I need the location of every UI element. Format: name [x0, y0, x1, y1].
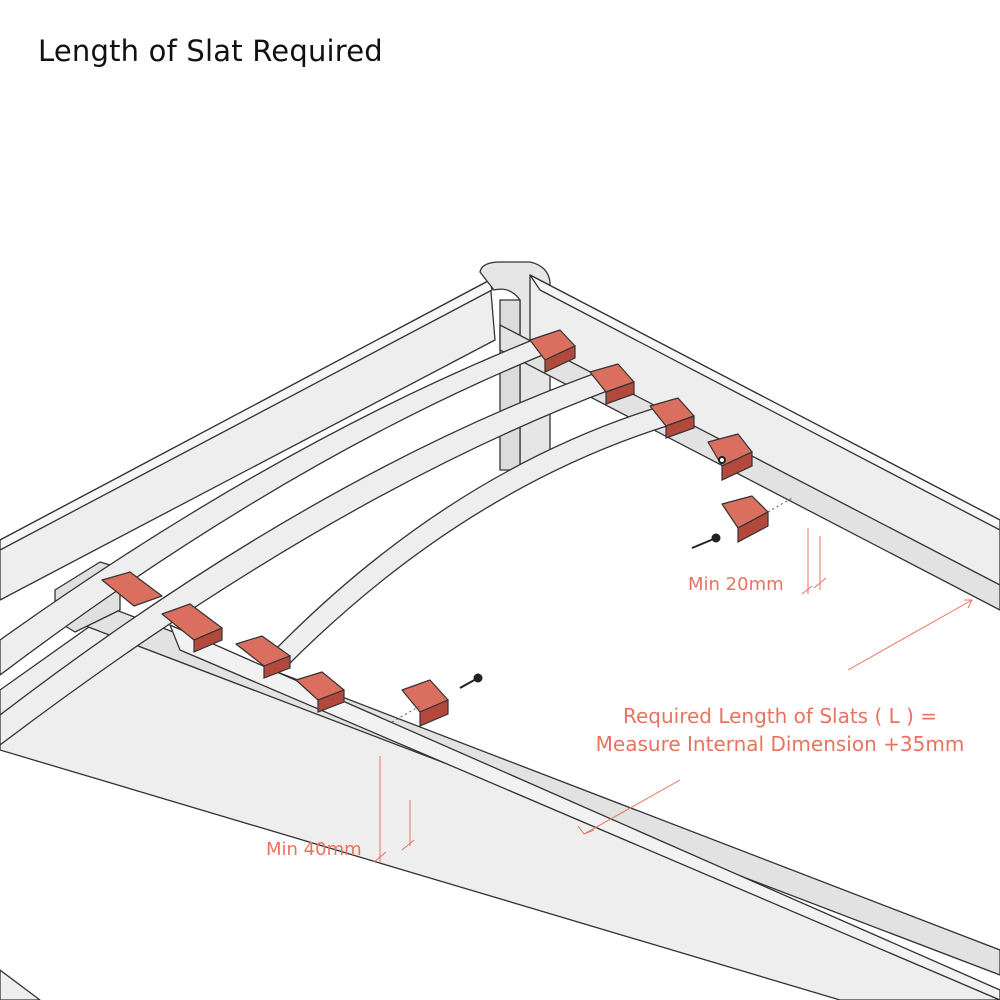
- min-20mm-label: Min 20mm: [688, 574, 784, 595]
- formula-line-1: Required Length of Slats ( L ) =: [622, 704, 938, 728]
- guide-front: [391, 705, 421, 723]
- screw-hole: [718, 456, 726, 464]
- bracket-back-3-side: [665, 415, 695, 439]
- corner-post-inner: [499, 299, 521, 471]
- bracket-loose-front-side: [419, 699, 449, 727]
- bracket-back-1-side: [544, 345, 576, 373]
- dim-length-lower: [583, 779, 681, 835]
- dim-length-upper: [847, 599, 973, 671]
- back-left-rail-top: [0, 279, 493, 551]
- back-right-rail-top: [529, 274, 1000, 531]
- formula-line-2: Measure Internal Dimension +35mm: [595, 732, 965, 756]
- bracket-loose-right-side: [737, 511, 769, 543]
- front-cross-rail: [0, 611, 1000, 1000]
- bracket-front-1: [101, 571, 163, 607]
- front-cross-rail-face: [169, 624, 1000, 1000]
- page-title: Length of Slat Required: [38, 34, 383, 68]
- bottom-left-rail: [0, 969, 41, 1000]
- min-40mm-label: Min 40mm: [266, 839, 362, 860]
- bracket-back-2-side: [605, 381, 635, 405]
- bracket-back-4-side: [721, 451, 753, 481]
- bracket-front-2-side: [193, 627, 223, 653]
- bracket-front-3-side: [263, 655, 291, 679]
- bracket-front-4-side: [317, 689, 345, 713]
- slat-length-formula: Required Length of Slats ( L ) = Measure…: [560, 702, 1000, 758]
